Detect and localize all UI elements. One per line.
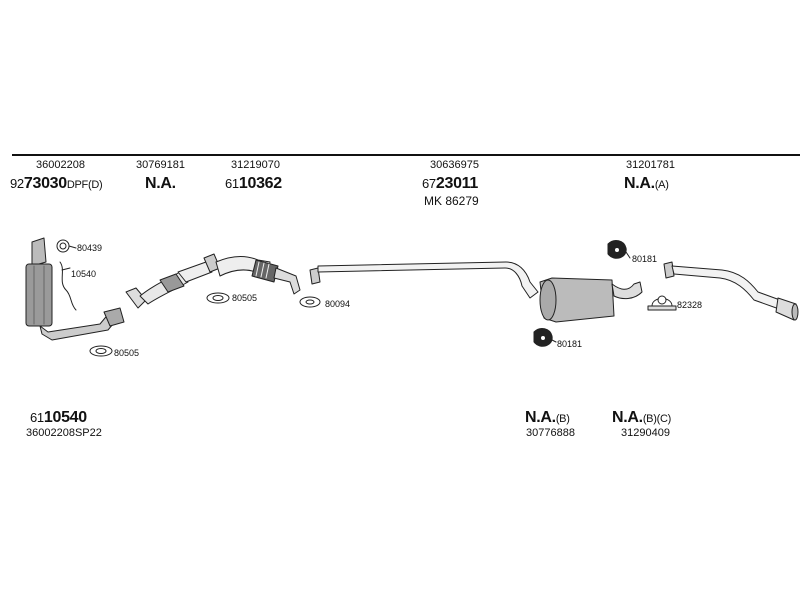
part-code-prefix: 61 xyxy=(30,410,44,425)
part-number-dpf: 36002208 xyxy=(36,159,85,171)
part-code-tail-pipe: N.A.(A) xyxy=(624,176,669,192)
part-number-front-pipe: 30769181 xyxy=(136,159,185,171)
part-code-main: N.A. xyxy=(624,175,655,192)
part-number-flex-pipe: 31219070 xyxy=(231,159,280,171)
clamp-80439-icon xyxy=(56,239,77,253)
dpf-assembly xyxy=(25,237,125,341)
front-pipe xyxy=(125,253,221,309)
part-code-dpf-service: 6110540 xyxy=(30,410,87,426)
part-code-suffix: (B) xyxy=(555,413,570,425)
part-code-rear-muffler-bc: N.A.(B)(C) xyxy=(612,410,671,426)
part-code-flex-pipe: 6110362 xyxy=(225,176,282,192)
gasket-80094-icon xyxy=(299,296,321,308)
callout-80505-upper: 80505 xyxy=(232,293,258,303)
gasket-80505-lower-icon xyxy=(89,345,113,357)
part-code-middle-pipe: 6723011 xyxy=(422,176,478,192)
part-code-main: 73030 xyxy=(23,175,67,192)
callout-10540: 10540 xyxy=(71,269,97,279)
part-code-main: N.A. xyxy=(612,409,643,426)
part-code-main: 10362 xyxy=(238,175,282,192)
part-code-suffix: DPF(D) xyxy=(66,179,103,191)
part-code-prefix: 92 xyxy=(10,176,24,191)
middle-pipe xyxy=(309,261,539,299)
part-number-rear-muffler-b: 30776888 xyxy=(526,427,575,439)
part-code-prefix: 61 xyxy=(225,176,239,191)
part-code-main: 23011 xyxy=(435,175,478,192)
part-number-rear-muffler-bc: 31290409 xyxy=(621,427,670,439)
gasket-80505-upper-icon xyxy=(206,292,230,304)
part-code-prefix: 67 xyxy=(422,176,436,191)
tail-pipe xyxy=(663,261,799,321)
rubber-hanger-80181-lower-icon xyxy=(533,328,557,347)
part-code-main: 10540 xyxy=(43,409,87,426)
callout-80181-upper: 80181 xyxy=(632,254,658,264)
callout-80094: 80094 xyxy=(325,299,351,309)
sensor-10540-icon xyxy=(59,261,77,311)
part-code-suffix: (B)(C) xyxy=(642,413,671,425)
clamp-82328-icon xyxy=(647,295,677,311)
rubber-hanger-80181-upper-icon xyxy=(607,240,631,259)
part-code-suffix: (A) xyxy=(654,179,669,191)
callout-80181-lower: 80181 xyxy=(557,339,583,349)
header-divider-line xyxy=(12,154,800,156)
part-code-rear-muffler-b: N.A.(B) xyxy=(525,410,570,426)
part-code-dpf: 9273030DPF(D) xyxy=(10,175,103,192)
part-extra-middle-pipe: MK 86279 xyxy=(424,194,479,208)
part-code-main: N.A. xyxy=(525,409,556,426)
flex-pipe xyxy=(215,255,301,295)
part-number-dpf-service: 36002208SP22 xyxy=(26,427,102,439)
part-number-middle-pipe: 30636975 xyxy=(430,159,479,171)
callout-80505-lower: 80505 xyxy=(114,348,140,358)
callout-80439: 80439 xyxy=(77,243,103,253)
part-number-tail-pipe: 31201781 xyxy=(626,159,675,171)
callout-82328: 82328 xyxy=(677,300,703,310)
rear-muffler xyxy=(539,277,643,323)
part-code-front-pipe: N.A. xyxy=(145,175,176,192)
